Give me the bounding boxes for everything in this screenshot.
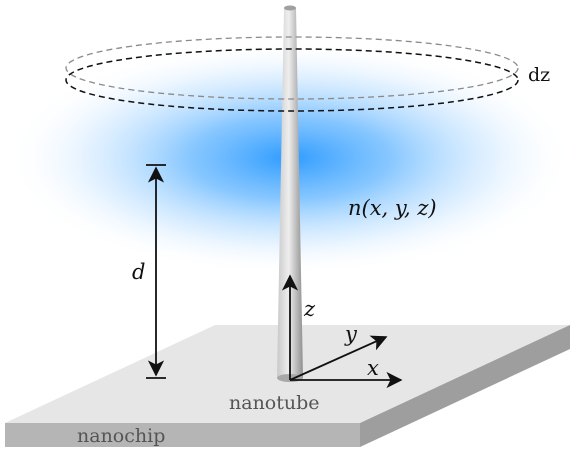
slice-thickness-label: dz	[528, 64, 550, 86]
nanochip-label: nanochip	[77, 425, 165, 447]
slice-ring-lower	[65, 48, 519, 112]
nanochip-side-face	[360, 325, 570, 447]
axis-y-label: y	[344, 322, 358, 346]
slice-rings	[65, 36, 519, 112]
nanotube-label: nanotube	[229, 392, 320, 414]
axis-y-arrow	[289, 335, 388, 381]
coordinate-axes	[281, 274, 403, 389]
density-function-label: n(x, y, z)	[348, 196, 437, 220]
axis-x-label: x	[367, 356, 379, 380]
nanochip-front-face	[5, 423, 360, 447]
slice-ring-upper	[65, 36, 519, 100]
distance-label: d	[132, 260, 145, 284]
distance-marker	[146, 164, 166, 379]
axis-z-label: z	[303, 297, 316, 321]
